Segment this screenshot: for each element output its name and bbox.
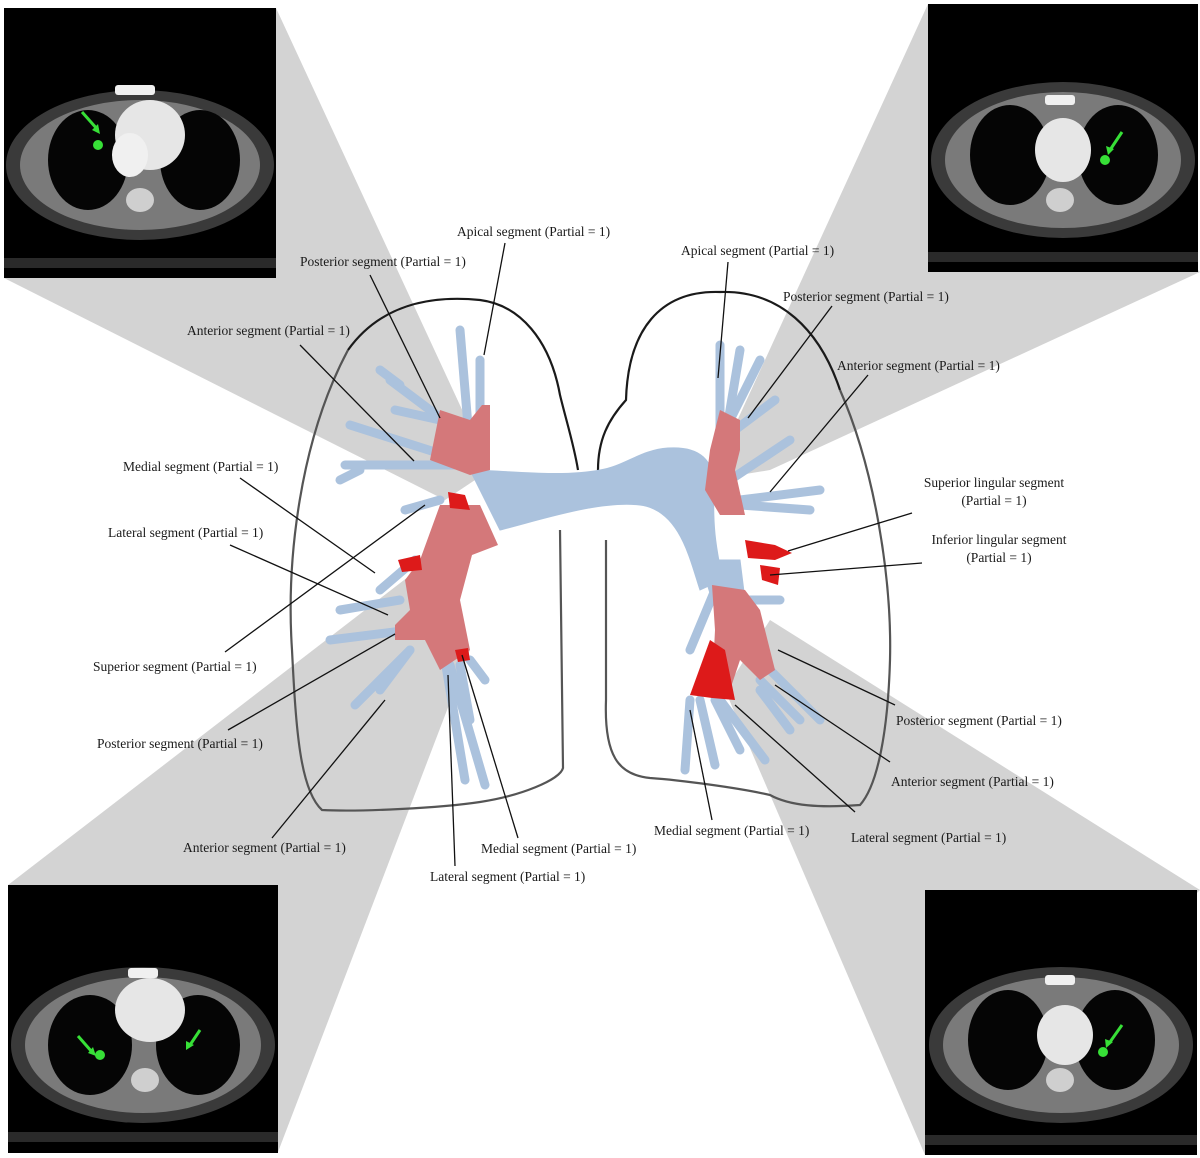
label-left-anterior-lower: Anterior segment (Partial = 1)	[891, 774, 1054, 789]
right-medial-middle-occlusion	[448, 492, 470, 510]
label-right-anterior-lower: Anterior segment (Partial = 1)	[183, 840, 346, 855]
label-right-posterior-lower: Posterior segment (Partial = 1)	[97, 736, 263, 751]
left-lung-outline-lower	[604, 389, 892, 808]
leader-lines	[224, 242, 923, 867]
label-right-lateral-middle: Lateral segment (Partial = 1)	[108, 525, 263, 540]
left-lung-outline-upper	[596, 290, 842, 471]
label-right-lateral-lower: Lateral segment (Partial = 1)	[430, 869, 585, 884]
ct-image-bottom-left	[8, 885, 278, 1153]
green-arrow-icon	[76, 1035, 96, 1056]
right-lateral-middle-occlusion	[398, 555, 422, 572]
cone-bottom-right	[725, 620, 1200, 1155]
right-lung-outline-upper	[347, 297, 580, 471]
label-left-apical: Apical segment (Partial = 1)	[681, 243, 834, 258]
label-left-superior-lingular-line1: Superior lingular segment	[924, 475, 1064, 490]
ct-image-top-right	[928, 4, 1198, 272]
right-upper-partial	[430, 405, 490, 475]
label-right-apical: Apical segment (Partial = 1)	[457, 224, 610, 239]
complete-occlusion-regions	[398, 492, 792, 700]
label-right-medial-lower: Medial segment (Partial = 1)	[481, 841, 636, 856]
label-right-anterior-upper: Anterior segment (Partial = 1)	[187, 323, 350, 338]
label-left-lateral-lower: Lateral segment (Partial = 1)	[851, 830, 1006, 845]
label-left-posterior-upper: Posterior segment (Partial = 1)	[783, 289, 949, 304]
label-right-superior-lower: Superior segment (Partial = 1)	[93, 659, 257, 674]
label-left-posterior-lower: Posterior segment (Partial = 1)	[896, 713, 1062, 728]
green-arrow-icon	[80, 111, 100, 134]
label-left-superior-lingular-line2: (Partial = 1)	[961, 493, 1026, 508]
right-lower-partial	[395, 505, 498, 670]
label-left-medial-lower: Medial segment (Partial = 1)	[654, 823, 809, 838]
ct-image-bottom-right	[925, 890, 1197, 1155]
label-left-inferior-lingular-line2: (Partial = 1)	[966, 550, 1031, 565]
main-trunk	[469, 447, 723, 591]
label-right-posterior-upper: Posterior segment (Partial = 1)	[300, 254, 466, 269]
green-arrow-icon	[1106, 131, 1124, 155]
label-left-inferior-lingular-line1: Inferior lingular segment	[932, 532, 1067, 547]
label-left-anterior-upper: Anterior segment (Partial = 1)	[837, 358, 1000, 373]
left-medial-lower-occlusion	[690, 640, 735, 700]
segment-labels: Apical segment (Partial = 1) Posterior s…	[93, 224, 1067, 884]
green-arrow-icon	[186, 1029, 202, 1050]
left-upper-partial	[705, 410, 745, 515]
ct-image-top-left	[4, 8, 276, 278]
left-superior-lingular-occlusion	[745, 540, 792, 560]
label-right-medial-middle: Medial segment (Partial = 1)	[123, 459, 278, 474]
green-arrow-icon	[1105, 1024, 1124, 1048]
